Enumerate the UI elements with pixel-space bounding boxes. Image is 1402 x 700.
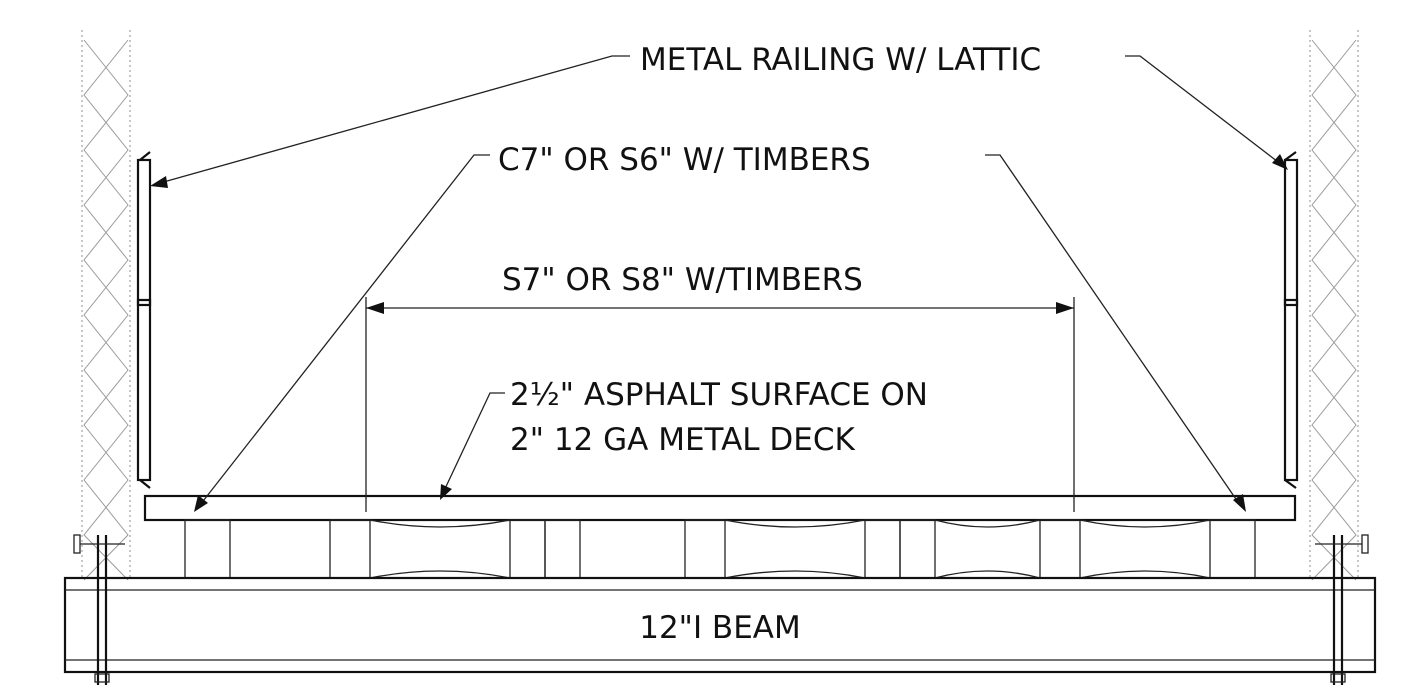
right-metal-railing [1283,151,1299,489]
channel-leaders [194,154,1246,512]
stringer [329,519,371,579]
railing-label: METAL RAILING W/ LATTIC [640,42,1041,78]
asphalt-deck-slab [143,494,1297,522]
stringer [864,519,901,579]
right-lattice-truss [1309,30,1359,581]
stringers [184,519,1256,579]
railing-leaders [150,55,1288,188]
left-metal-railing [136,151,152,489]
stringer [684,519,726,579]
deck-leader [440,392,505,500]
stringer [899,519,936,579]
beam-label: 12"I BEAM [639,610,801,646]
channel-label: C7" OR S6" W/ TIMBERS [498,142,871,178]
stringer [509,519,546,579]
stringer [184,519,231,579]
deck-label-line-1: 2½" ASPHALT SURFACE ON [510,377,928,413]
stringer-dimension [365,297,1075,512]
deck-label-line-2: 2" 12 GA METAL DECK [510,422,856,458]
i-beam [63,576,1377,674]
stringer [1039,519,1081,579]
left-anchor-bolt [73,534,125,685]
stringer [1209,519,1256,579]
left-lattice-truss [81,30,131,581]
stringer [544,519,581,579]
right-anchor-bolt [1315,534,1369,685]
stringer-label: S7" OR S8" W/TIMBERS [502,262,863,298]
